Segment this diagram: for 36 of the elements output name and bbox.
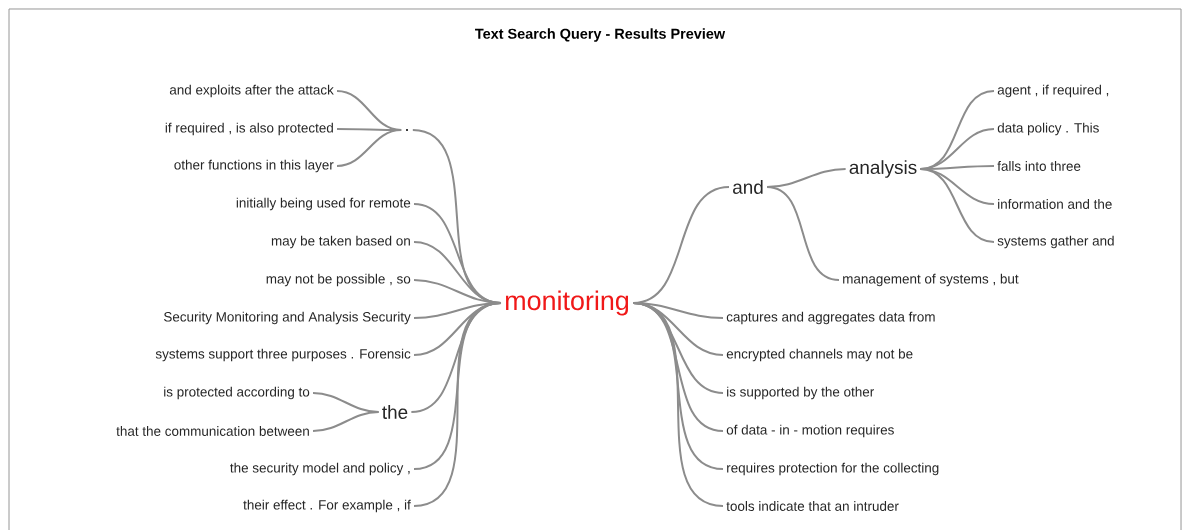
root-topic: monitoring xyxy=(506,290,629,316)
branch-text: agent , if required , xyxy=(997,84,1109,98)
branch-text: is supported by the other xyxy=(727,386,874,400)
branch-word: the xyxy=(382,405,408,419)
branch-line xyxy=(413,302,502,507)
branch-text: requires protection for the collecting xyxy=(727,462,939,476)
branch-word: analysis xyxy=(849,160,917,178)
branch-word: and xyxy=(733,180,763,194)
branch-text: is protected according to xyxy=(164,386,310,400)
branch-text: if required , is also protected xyxy=(165,122,333,136)
branch-text: falls into three xyxy=(997,161,1081,171)
branch-line xyxy=(766,186,840,281)
branch-text: tools indicate that an intruder xyxy=(726,501,899,511)
branch-text: systems support three purposes . Forensic xyxy=(155,348,411,362)
branch-text: may not be possible , so xyxy=(266,273,411,287)
branch-line xyxy=(336,129,403,167)
branch-text: data policy . This xyxy=(997,122,1099,136)
branch-text: initially being used for remote xyxy=(236,197,411,211)
branch-text: their effect . For example , if xyxy=(243,499,411,513)
branch-text: of data - in - motion requires xyxy=(726,424,894,438)
branch-text: captures and aggregates data from xyxy=(726,311,935,325)
branch-text: systems gather and xyxy=(997,235,1114,249)
branch-text: the security model and policy , xyxy=(230,462,410,476)
branch-text: other functions in this layer xyxy=(174,159,334,173)
branch-line xyxy=(632,302,724,507)
branch-word: . xyxy=(406,129,408,131)
branch-text: encrypted channels may not be xyxy=(726,348,913,362)
title: Text Search Query - Results Preview xyxy=(475,28,726,42)
branch-line xyxy=(312,411,380,432)
branch-text: and exploits after the attack xyxy=(169,84,334,98)
branch-text: that the communication between xyxy=(116,426,309,436)
branch-text: management of systems , but xyxy=(843,273,1019,287)
branch-text: Security Monitoring and Analysis Security xyxy=(164,311,411,325)
branch-text: information and the xyxy=(998,199,1112,209)
branch-line xyxy=(919,168,995,243)
branch-text: may be taken based on xyxy=(271,235,410,249)
